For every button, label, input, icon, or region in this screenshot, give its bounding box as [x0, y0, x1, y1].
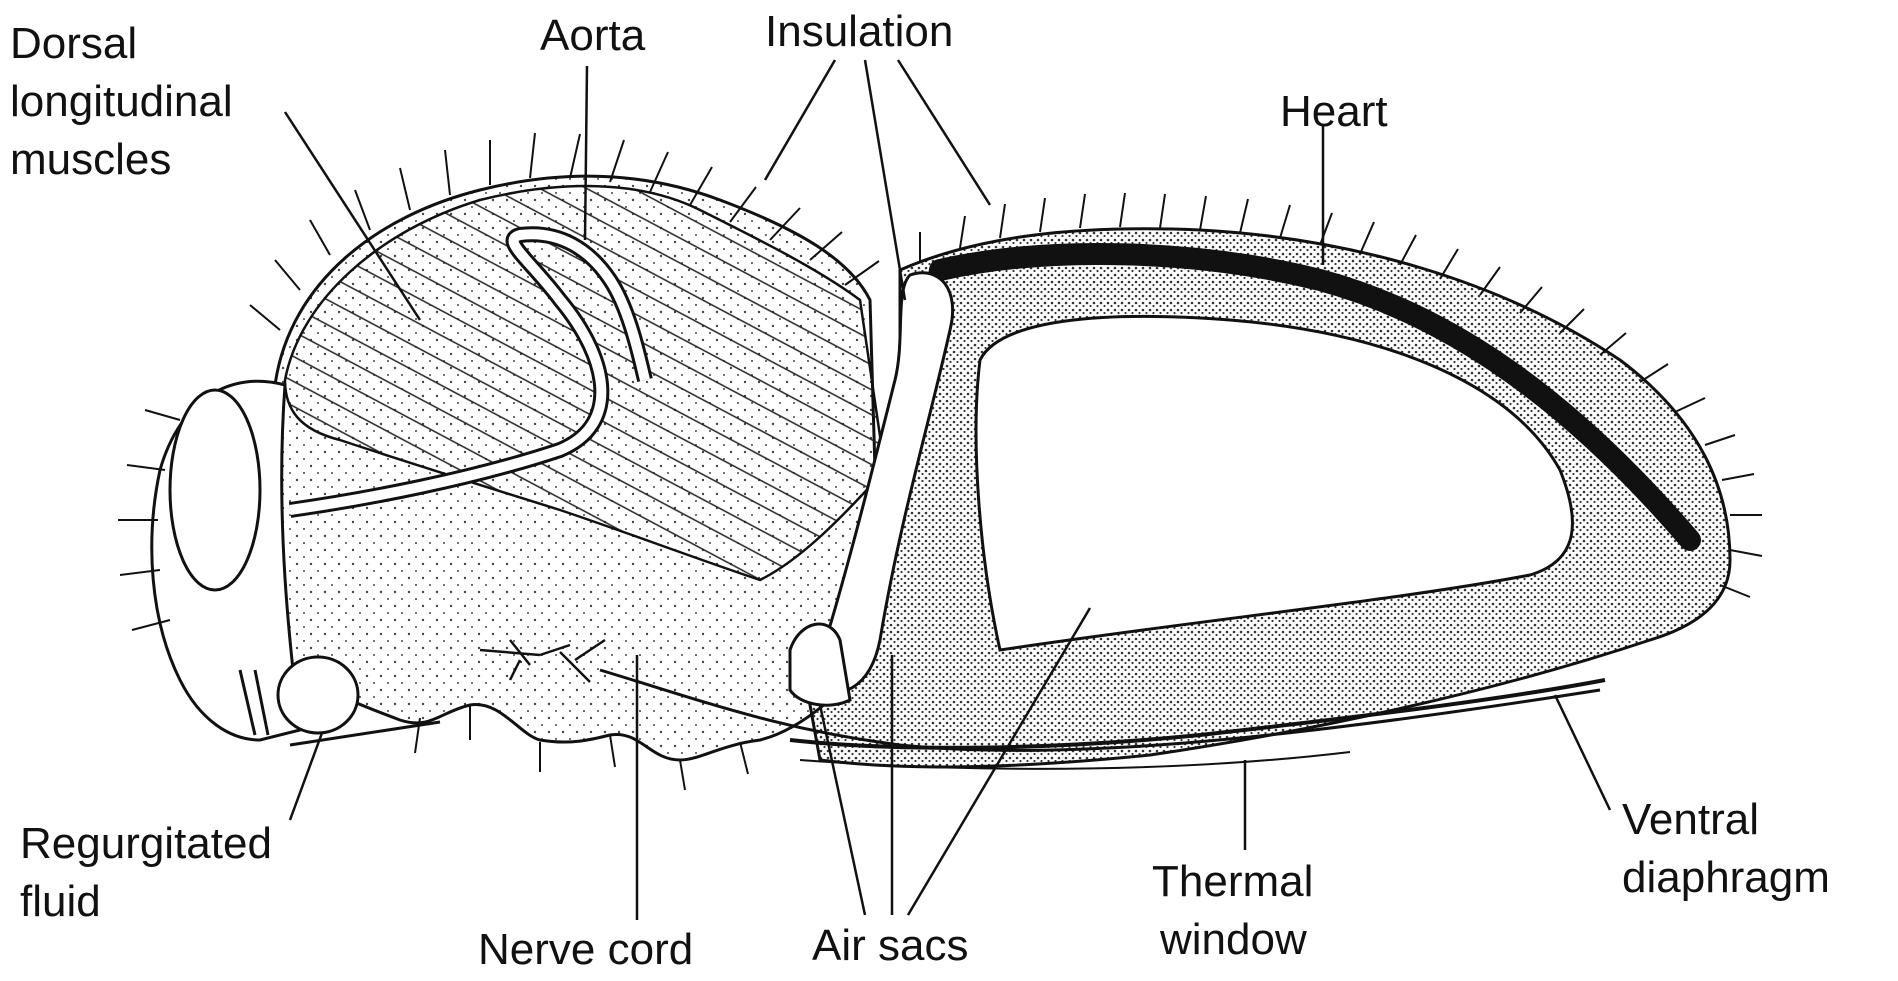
label-dorsal-3: muscles: [10, 134, 171, 186]
regurgitated-fluid-droplet: [278, 657, 358, 733]
label-regurgitated-2: fluid: [20, 876, 101, 928]
label-regurgitated-1: Regurgitated: [20, 818, 272, 870]
label-ventral-1: Ventral: [1622, 794, 1759, 846]
compound-eye: [170, 390, 260, 590]
label-insulation: Insulation: [765, 6, 953, 58]
label-heart: Heart: [1280, 86, 1388, 138]
label-dorsal-2: longitudinal: [10, 76, 233, 128]
label-ventral-2: diaphragm: [1622, 852, 1830, 904]
label-nerve-cord: Nerve cord: [478, 924, 693, 976]
label-aorta: Aorta: [540, 10, 645, 62]
label-thermal-2: window: [1160, 914, 1307, 966]
label-thermal-1: Thermal: [1152, 856, 1313, 908]
label-dorsal-1: Dorsal: [10, 18, 137, 70]
label-air-sacs: Air sacs: [812, 920, 968, 972]
